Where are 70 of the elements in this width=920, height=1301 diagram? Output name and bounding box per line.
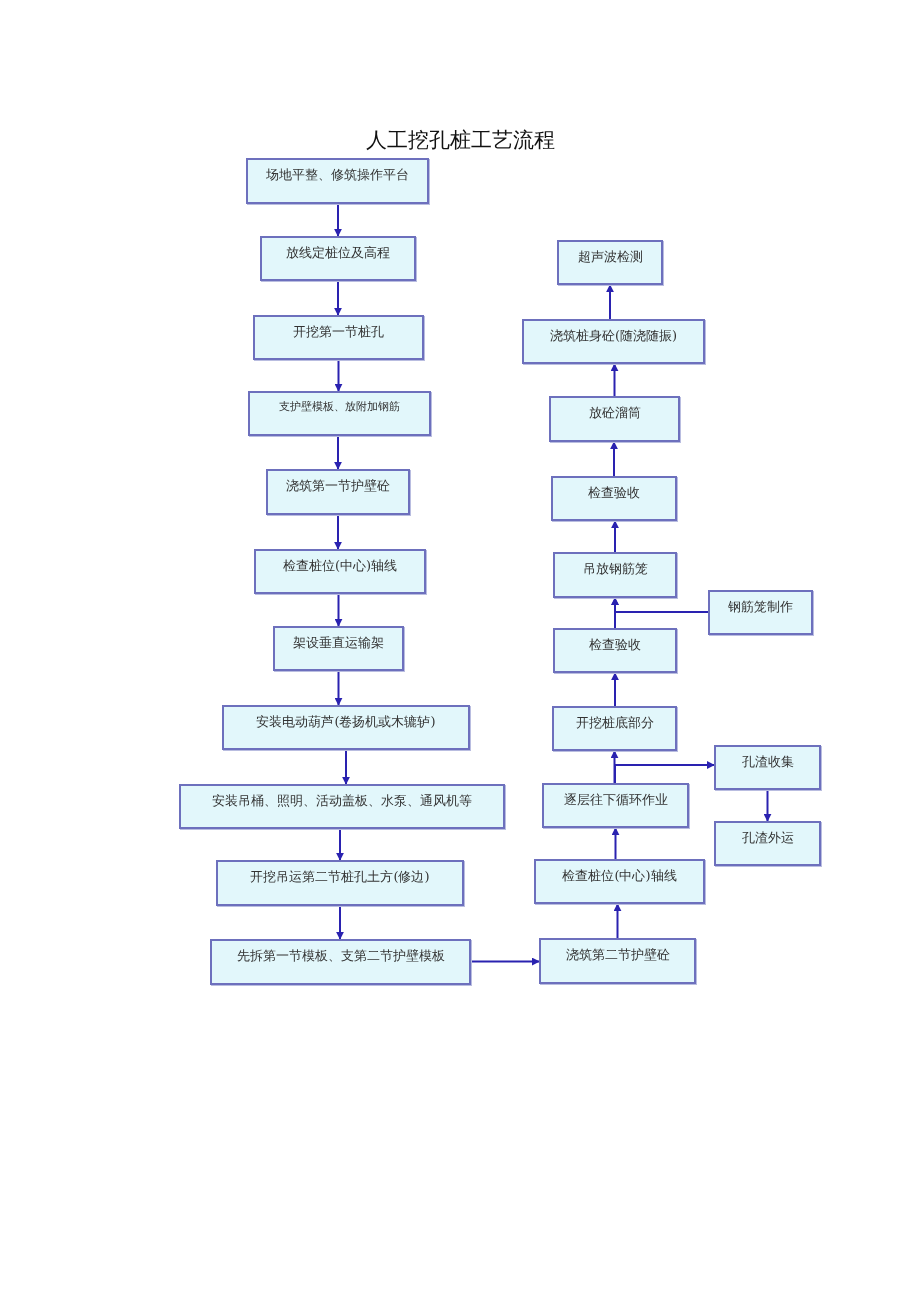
step-label: 检查验收 [589,638,641,653]
step-label: 检查验收 [588,486,640,501]
step-label: 安装吊桶、照明、活动盖板、水泵、通风机等 [212,794,472,809]
arrow [613,903,622,939]
process-box [552,706,677,751]
arrow [763,789,772,822]
process-box [246,158,429,204]
process-box [542,783,689,828]
arrow [470,957,540,966]
step-label: 超声波检测 [577,250,643,265]
process-box [553,628,677,673]
step-label: 检查桩位(中心)轴线 [282,559,398,574]
process-box [714,745,821,790]
step-label: 逐层往下循环作业 [563,793,668,808]
arrow [611,672,619,707]
arrow [334,203,342,237]
arrow [611,597,709,613]
arrow [336,828,344,861]
process-box [708,590,813,635]
step-label: 支护壁模板、放附加钢筋 [279,401,400,414]
process-box [179,784,505,829]
step-label: 吊放钢筋笼 [582,562,648,577]
process-box [210,939,471,985]
arrow [614,761,715,784]
process-box [253,315,424,360]
step-label: 先拆第一节模板、支第二节护壁模板 [236,949,445,964]
process-box [549,396,680,442]
process-box [551,476,677,521]
arrow [610,363,619,397]
step-label: 安装电动葫芦(卷扬机或木辘轳) [256,715,436,730]
arrow [334,514,342,550]
diagram-title: 人工挖孔桩工艺流程 [364,127,556,154]
step-label: 开挖第一节桩孔 [293,325,384,340]
process-box [266,469,410,515]
process-box [714,821,821,866]
process-box [522,319,705,364]
process-box [534,859,705,904]
process-box [254,549,426,594]
process-box [216,860,464,906]
arrow [334,670,343,706]
step-label: 放线定桩位及高程 [286,246,390,261]
arrow [336,905,344,940]
step-label: 浇筑第二节护壁砼 [565,948,670,963]
step-label: 钢筋笼制作 [728,600,793,615]
arrow [611,520,619,553]
process-box [248,391,431,436]
arrow [334,593,343,627]
process-box [260,236,416,281]
step-label: 架设垂直运输架 [293,636,384,651]
arrow [342,749,350,785]
arrow [610,441,618,477]
step-label: 场地平整、修筑操作平台 [266,168,409,183]
step-label: 浇筑桩身砼(随浇随振) [549,329,678,344]
arrow [334,280,342,316]
step-label: 检查桩位(中心)轴线 [562,869,677,884]
arrow [334,359,343,392]
step-label: 放砼溜筒 [588,406,641,421]
arrow [334,435,342,470]
process-box [557,240,663,285]
step-label: 开挖桩底部分 [575,716,654,731]
step-label: 开挖吊运第二节桩孔土方(修边) [250,870,430,885]
step-label: 孔渣外运 [741,831,794,846]
arrow [606,284,614,320]
step-label: 孔渣收集 [741,755,794,770]
process-box [553,552,677,598]
arrow [611,827,620,860]
step-label: 浇筑第一节护壁砼 [286,479,390,494]
process-box [222,705,470,750]
process-box [273,626,404,671]
process-box [539,938,696,984]
